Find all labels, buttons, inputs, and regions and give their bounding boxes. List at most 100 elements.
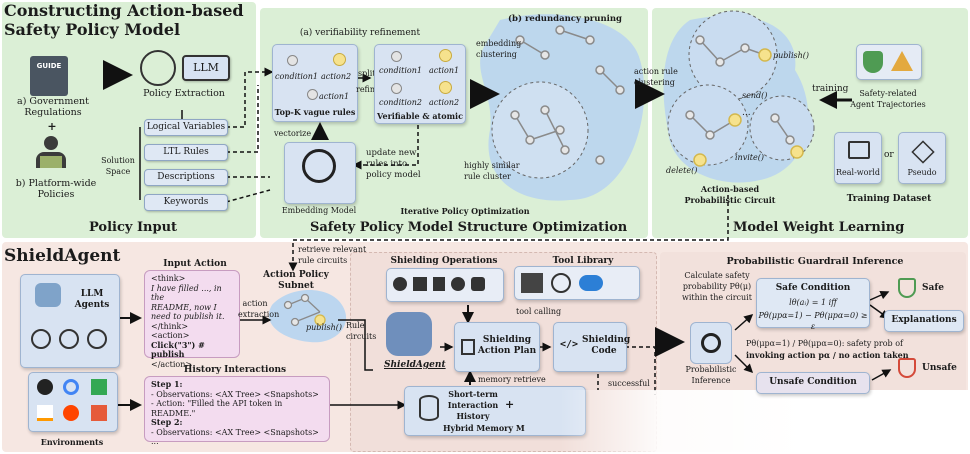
iterative-label: Iterative Policy Optimization xyxy=(400,206,530,216)
split-label: split xyxy=(358,69,376,78)
invoking-label: invoking action pα / no action taken xyxy=(746,350,909,360)
rule-node xyxy=(391,51,402,62)
embedding-model-box xyxy=(284,142,356,204)
verifiable-label: Verifiable & atomic xyxy=(377,111,463,121)
robot-icon xyxy=(35,283,61,307)
rule-node xyxy=(391,83,402,94)
ia-line: </action> xyxy=(151,359,193,369)
unsafe-label: Unsafe xyxy=(922,363,957,373)
ia-line: </think> xyxy=(151,321,189,331)
action1-label: action1 xyxy=(319,92,350,101)
code-label: Shielding Code xyxy=(582,335,631,356)
llm-label: LLM xyxy=(193,61,219,74)
maps-icon xyxy=(91,379,107,395)
ia-line: need to publish it. xyxy=(151,312,225,321)
calc-label: Calculate safety probability Pθ(μ) withi… xyxy=(682,271,752,302)
shield-check-icon xyxy=(863,51,883,73)
highly-similar-label: highly similar rule cluster xyxy=(464,161,520,181)
safe-eq1: lθ(aᵢ) = 1 iff xyxy=(789,298,837,307)
or-label: or xyxy=(884,150,894,160)
arrows xyxy=(103,60,892,411)
subnet-title: Action Policy Subnet xyxy=(263,270,329,291)
safe-condition-label: Safe Condition xyxy=(775,283,851,293)
guide-book-icon: GUIDE xyxy=(30,56,68,96)
hybrid-label: Hybrid Memory M xyxy=(443,423,525,433)
ia-line: <action> xyxy=(151,331,190,340)
openai-tool-icon xyxy=(551,273,571,293)
circuit-ellipsis: ... xyxy=(742,108,751,118)
embedding-model-label: Embedding Model xyxy=(281,206,357,215)
hybrid-memory-box: Short-term Interaction History + Hybrid … xyxy=(404,386,586,436)
rule-node xyxy=(333,53,346,66)
tool-library-title: Tool Library xyxy=(552,256,614,266)
unsafe-condition-box: Unsafe Condition xyxy=(756,372,870,394)
ia-line: Click("3") # publish xyxy=(151,339,205,359)
solution-space-label: Solution Space xyxy=(101,156,135,176)
history-box: Step 1: - Observations: <AX Tree> <Snaps… xyxy=(144,376,330,446)
trajectories-stack xyxy=(856,44,922,80)
rule-node xyxy=(307,89,318,100)
update-rules-label: update new rules into policy model xyxy=(366,148,421,180)
rule-node xyxy=(439,81,452,94)
llm-agents-box: LLM Agents xyxy=(20,274,120,368)
gov-regulations-label: a) Government Regulations xyxy=(17,96,89,118)
subnet-publish-label: publish() xyxy=(306,323,343,332)
topk-rules-box: condition1 action2 action1 Top-K vague r… xyxy=(272,44,358,122)
refine-label: refine xyxy=(356,85,380,94)
v-action1: action1 xyxy=(429,66,460,75)
keywords-box: Keywords xyxy=(144,194,228,211)
descriptions-box: Descriptions xyxy=(144,169,228,186)
database-icon xyxy=(419,395,439,421)
ratio-label: Pθ(μpα=1) / Pθ(μpα=0): safety prob of xyxy=(746,339,903,348)
pseudo-label: Pseudo xyxy=(907,168,937,177)
section-title: Constructing Action-based Safety Policy … xyxy=(4,1,244,39)
training-dataset-label: Training Dataset xyxy=(846,194,932,204)
input-action-box: <think> I have filled ..., in the README… xyxy=(144,270,240,369)
embedding-clustering-label: embedding clustering xyxy=(476,39,522,59)
logical-variables-box: Logical Variables xyxy=(144,119,228,136)
model-weight-label: Model Weight Learning xyxy=(733,220,905,235)
shieldagent-name: ShieldAgent xyxy=(384,360,446,370)
dashboard-icon xyxy=(848,141,870,159)
v-condition1: condition1 xyxy=(379,66,422,75)
verified-icon xyxy=(451,277,465,291)
shielding-ops-title: Shielding Operations xyxy=(390,256,498,266)
invite-label: invite() xyxy=(735,153,764,162)
short-term-label: Short-term Interaction History xyxy=(447,389,499,421)
amazon-icon xyxy=(37,405,53,421)
v-condition2: condition2 xyxy=(379,98,422,107)
blurred-region xyxy=(560,390,970,454)
alert-doc-icon xyxy=(433,277,445,291)
history-line: Step 1: xyxy=(151,379,183,389)
llm-network-icon xyxy=(140,50,176,86)
cube-icon xyxy=(911,140,935,164)
real-world-label: Real-world xyxy=(836,168,880,177)
inference-icon xyxy=(690,322,732,364)
anthropic-icon xyxy=(87,329,107,349)
safe-eq2: Pθ(μpα=1) − Pθ(μpα=0) ≥ ε xyxy=(758,311,868,331)
shieldagent-robot-icon xyxy=(386,312,432,356)
apc-label: Action-based Probabilistic Circuit xyxy=(684,184,776,205)
environments-box xyxy=(28,372,118,432)
circuit-graph xyxy=(685,35,804,167)
environments-label: Environments xyxy=(40,437,104,447)
history-line: - Observations: <AX Tree> <Snapshots> xyxy=(151,389,319,399)
explanations-box: Explanations xyxy=(884,310,964,332)
history-line: ... xyxy=(151,437,159,446)
code-v-icon xyxy=(521,273,543,293)
real-world-box: Real-world xyxy=(834,132,882,184)
warning-icon xyxy=(891,51,913,71)
ltl-rules-box: LTL Rules xyxy=(144,144,228,161)
rule-graph xyxy=(510,25,625,165)
unsafe-shield-icon xyxy=(898,358,916,378)
trajectories-label: Safety-related Agent Trajectories xyxy=(850,89,926,109)
verifiability-title: (a) verifiability refinement xyxy=(299,28,421,38)
explanations-label: Explanations xyxy=(891,315,957,325)
action-rule-clustering-label: action rule clustering xyxy=(634,67,678,87)
checklist-icon xyxy=(413,277,427,291)
openai-icon xyxy=(31,329,51,349)
shieldagent-title: ShieldAgent xyxy=(4,246,121,266)
shielding-code-box: </> Shielding Code xyxy=(553,322,631,372)
neural-net-icon xyxy=(302,149,336,183)
